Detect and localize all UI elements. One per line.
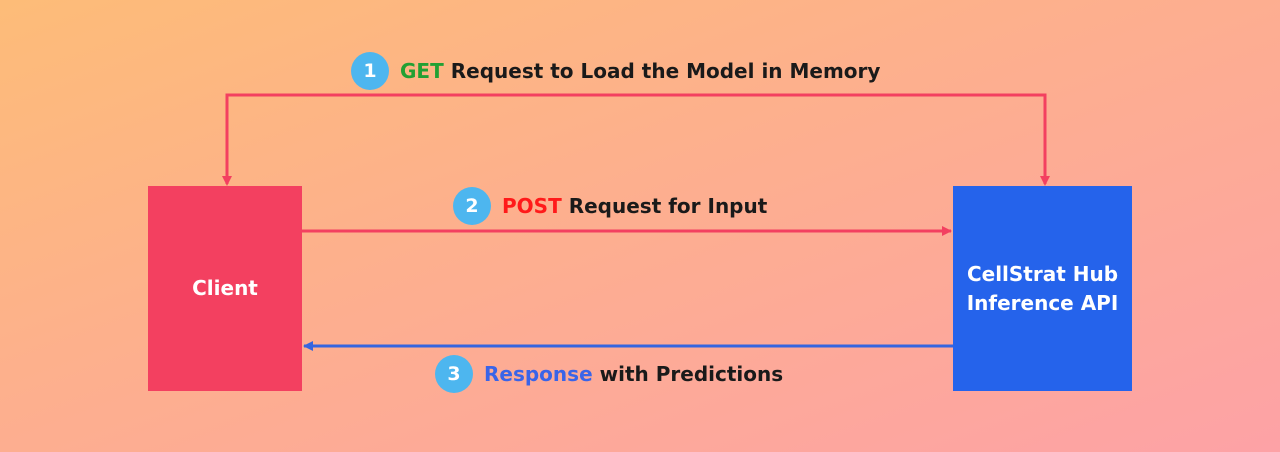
inference-api-box: CellStrat Hub Inference API <box>953 186 1132 391</box>
step-3-method: Response <box>484 362 593 386</box>
step-2-description: Request for Input <box>568 194 768 218</box>
client-label: Client <box>192 276 258 300</box>
step-1-badge: 1 <box>351 52 389 90</box>
step-1-description: Request to Load the Model in Memory <box>450 59 881 83</box>
step-3-badge: 3 <box>435 355 473 393</box>
get-arrowhead-client <box>222 176 232 186</box>
api-label-line-1: CellStrat Hub <box>966 261 1119 286</box>
step-2-method: POST <box>502 194 562 218</box>
step-2-badge: 2 <box>453 187 491 225</box>
step-3-description: with Predictions <box>599 362 784 386</box>
client-box: Client <box>148 186 302 391</box>
api-label-line-2: Inference API <box>966 290 1119 315</box>
get-request-connector <box>225 93 1047 184</box>
get-arrowhead-api <box>1040 176 1050 186</box>
step-1-method: GET <box>400 59 444 83</box>
